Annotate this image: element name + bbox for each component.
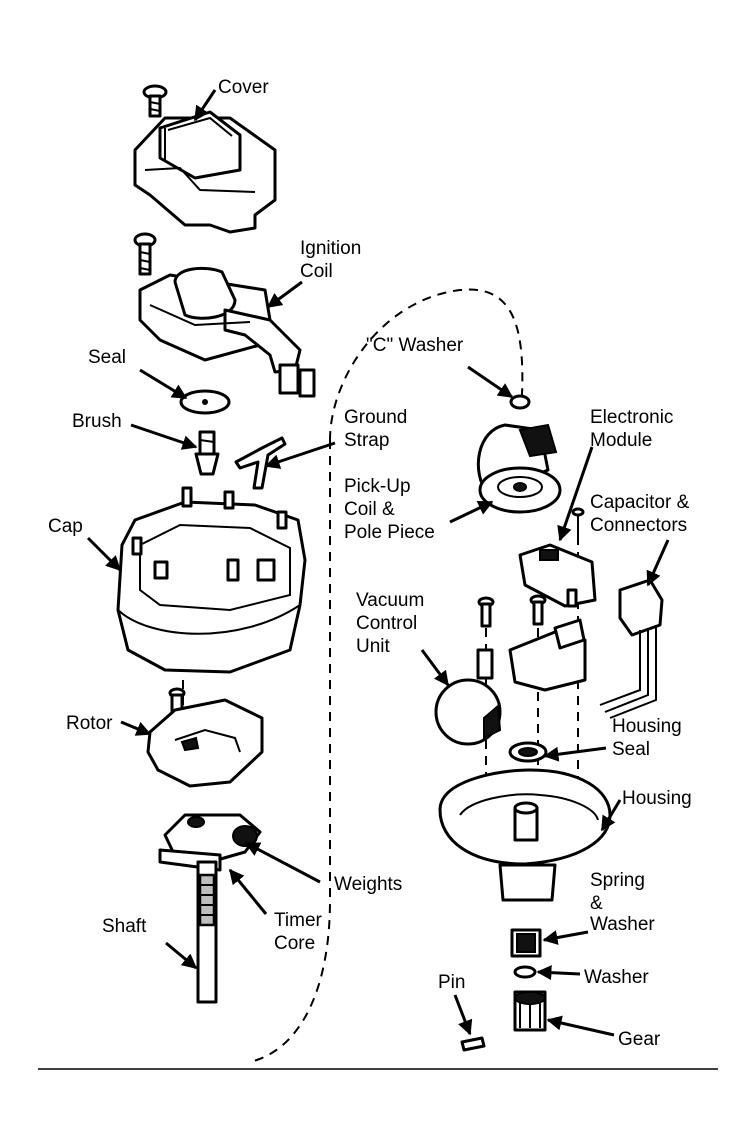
label-ignition-coil-line1: Ignition bbox=[300, 238, 361, 259]
label-electronic-module-line1: Electronic bbox=[590, 407, 673, 428]
label-shaft: Shaft bbox=[102, 916, 147, 937]
label-ground-strap-line2: Strap bbox=[344, 430, 389, 451]
cap-part bbox=[116, 486, 307, 674]
label-housing-seal-line1: Housing bbox=[612, 716, 682, 737]
label-pickup-coil-line2: Coil & bbox=[344, 499, 395, 520]
electronic-module-part bbox=[518, 507, 597, 608]
ignition-coil-part bbox=[138, 266, 316, 398]
label-c-washer: "C" Washer bbox=[366, 335, 464, 356]
label-weights: Weights bbox=[334, 874, 402, 895]
ground-strap-part bbox=[234, 436, 287, 490]
label-spring-washer-line1: Spring bbox=[590, 870, 645, 891]
label-cap: Cap bbox=[48, 516, 83, 537]
vacuum-screws bbox=[477, 594, 547, 628]
washer-part bbox=[513, 965, 537, 979]
label-washer: Washer bbox=[584, 967, 649, 988]
label-vacuum-line2: Control bbox=[356, 613, 417, 634]
label-spring-washer-line3: Washer bbox=[590, 914, 655, 935]
label-timer-core-line2: Core bbox=[274, 933, 315, 954]
housing-seal-part bbox=[508, 741, 548, 763]
label-seal: Seal bbox=[88, 347, 126, 368]
label-ground-strap-line1: Ground bbox=[344, 407, 407, 428]
pickup-coil-part bbox=[476, 423, 562, 514]
gear-part bbox=[513, 990, 547, 1032]
label-pickup-coil-line3: Pole Piece bbox=[344, 522, 435, 543]
label-spring-washer-line2: & bbox=[590, 893, 603, 914]
spring-washer-part bbox=[510, 928, 542, 958]
label-ignition-coil-line2: Coil bbox=[300, 261, 333, 282]
pin-part bbox=[460, 1036, 486, 1052]
label-timer-core-line1: Timer bbox=[274, 910, 323, 931]
housing-part bbox=[438, 768, 612, 902]
vacuum-control-unit-part bbox=[434, 618, 587, 746]
capacitor-part bbox=[599, 578, 664, 719]
label-vacuum-line3: Unit bbox=[356, 636, 391, 657]
label-housing: Housing bbox=[622, 788, 692, 809]
labels: Cover Ignition Coil Seal Brush Ground St… bbox=[48, 77, 692, 1050]
coil-screw bbox=[133, 232, 157, 276]
label-gear: Gear bbox=[618, 1029, 661, 1050]
label-electronic-module-line2: Module bbox=[590, 430, 652, 451]
brush-part bbox=[194, 430, 220, 476]
label-rotor: Rotor bbox=[66, 713, 113, 734]
label-brush: Brush bbox=[72, 411, 122, 432]
label-capacitor-line2: Connectors bbox=[590, 515, 687, 536]
rotor-part bbox=[146, 687, 264, 788]
label-vacuum-line1: Vacuum bbox=[356, 590, 424, 611]
label-capacitor-line1: Capacitor & bbox=[590, 492, 690, 513]
label-cover: Cover bbox=[218, 77, 269, 98]
seal-part bbox=[179, 389, 231, 415]
callout-arrows bbox=[86, 89, 670, 1037]
label-pin: Pin bbox=[438, 972, 465, 993]
label-pickup-coil-line1: Pick-Up bbox=[344, 476, 411, 497]
cover-screw bbox=[142, 84, 168, 118]
c-washer-part bbox=[509, 394, 531, 410]
shaft-part bbox=[158, 813, 262, 1004]
label-housing-seal-line2: Seal bbox=[612, 739, 650, 760]
cover-part bbox=[133, 110, 277, 234]
